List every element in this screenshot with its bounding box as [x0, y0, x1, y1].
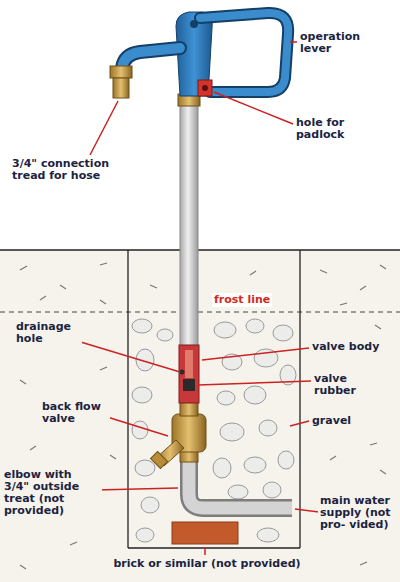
part-label: valve body — [310, 340, 398, 354]
part-label: back flow valve — [40, 400, 110, 426]
part-label: brick or similar (not provided) — [100, 557, 314, 571]
part-label: drainage hole — [14, 320, 82, 346]
part-label: gravel — [310, 414, 353, 428]
part-label: valve rubber — [312, 372, 380, 398]
part-label: hole for padlock — [294, 116, 370, 142]
part-label: 3/4" connection tread for hose — [10, 157, 126, 183]
part-label: elbow with 3/4" outside treat (not provi… — [2, 468, 102, 518]
part-label: operation lever — [298, 30, 374, 56]
frost-line-label: frost line — [212, 293, 272, 307]
part-label: main water supply (not pro- vided) — [318, 494, 398, 532]
